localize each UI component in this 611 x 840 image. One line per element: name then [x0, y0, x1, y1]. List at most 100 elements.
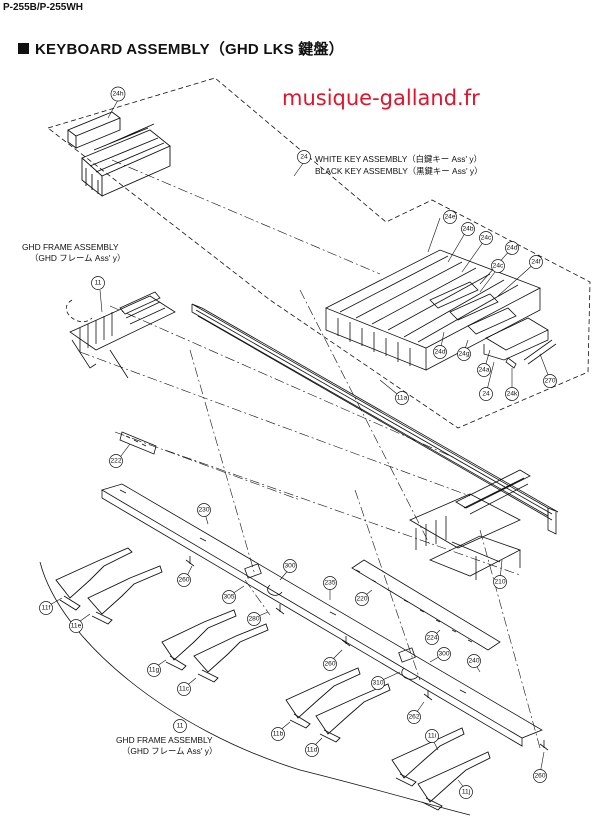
- key-assembly-boundary: [47, 77, 591, 429]
- svg-text:11: 11: [95, 280, 102, 287]
- svg-text:11f: 11f: [42, 605, 51, 612]
- callout-24d: 24d: [505, 241, 519, 255]
- callout-262: 262: [407, 710, 421, 724]
- callout-300-a: 300: [283, 559, 297, 573]
- svg-text:11: 11: [177, 723, 184, 730]
- callout-24h: 24h: [110, 86, 126, 102]
- svg-text:24d: 24d: [506, 245, 517, 252]
- callout-230: 230: [197, 503, 211, 517]
- callout-24c: 24c: [479, 231, 493, 245]
- callout-11-top: 11: [91, 276, 105, 290]
- callout-240: 240: [467, 654, 481, 668]
- callout-260-b: 260: [323, 657, 337, 671]
- watermark-link[interactable]: musique-galland.fr: [282, 86, 480, 110]
- svg-text:300: 300: [438, 651, 449, 658]
- callout-11g: 11g: [147, 663, 161, 677]
- lower-strip-230: [101, 483, 543, 747]
- lower-strip-220-224: [351, 559, 501, 651]
- svg-text:24h: 24h: [112, 91, 123, 98]
- svg-text:270: 270: [544, 378, 555, 385]
- svg-text:24e: 24e: [444, 214, 455, 221]
- callout-24b: 24b: [461, 222, 475, 236]
- callout-300-b: 300: [437, 647, 451, 661]
- svg-text:24b: 24b: [462, 226, 473, 233]
- callout-24k: 24k: [505, 387, 519, 401]
- svg-text:11d: 11d: [307, 747, 318, 754]
- svg-text:24: 24: [482, 391, 490, 398]
- white-key-assembly-label: WHITE KEY ASSEMBLY（白鍵キー Ass' y）: [315, 154, 482, 164]
- svg-text:262: 262: [408, 714, 419, 721]
- callout-310: 310: [371, 676, 385, 690]
- svg-text:11a: 11a: [397, 395, 408, 402]
- svg-text:24g: 24g: [458, 351, 469, 358]
- callout-24d-2: 24d: [433, 345, 447, 359]
- callout-260-c: 260: [533, 769, 547, 783]
- frame-assembly-label-top: GHD FRAME ASSEMBLY: [22, 242, 119, 252]
- callout-11d: 11d: [305, 743, 319, 757]
- frame-assembly-label-bottom: GHD FRAME ASSEMBLY: [116, 735, 213, 745]
- svg-text:24: 24: [300, 154, 308, 161]
- callout-222: 222: [109, 454, 123, 468]
- callout-260-a: 260: [177, 573, 191, 587]
- svg-text:11c: 11c: [179, 686, 190, 693]
- black-key-assembly-label: BLACK KEY ASSEMBLY（黒鍵キー Ass' y）: [315, 166, 483, 176]
- svg-text:210: 210: [494, 579, 505, 586]
- ghd-frame-bottom-right: [409, 469, 531, 580]
- callout-11a: 11a: [395, 391, 409, 405]
- callout-24a: 24a: [477, 363, 491, 377]
- page-title: KEYBOARD ASSEMBLY（GHD LKS 鍵盤）: [18, 38, 344, 59]
- svg-text:222: 222: [110, 458, 121, 465]
- svg-text:310: 310: [372, 680, 383, 687]
- svg-text:280: 280: [248, 616, 259, 623]
- callout-11-bottom: 11: [173, 719, 187, 733]
- svg-text:230: 230: [198, 507, 209, 514]
- callout-270: 270: [543, 374, 557, 388]
- svg-text:260: 260: [178, 577, 189, 584]
- callout-224: 224: [425, 631, 439, 645]
- page-title-text: KEYBOARD ASSEMBLY（GHD LKS 鍵盤）: [35, 41, 344, 58]
- svg-text:24c: 24c: [493, 263, 504, 270]
- square-bullet-icon: [18, 43, 29, 54]
- callout-11i: 11i: [425, 729, 439, 743]
- svg-text:11j: 11j: [462, 789, 471, 796]
- callout-11c: 11c: [177, 682, 191, 696]
- svg-text:24c: 24c: [481, 235, 492, 242]
- frame-assembly-label-bottom-jp: （GHD フレーム Ass' y）: [122, 746, 218, 756]
- svg-text:11b: 11b: [273, 731, 284, 738]
- callout-305: 305: [222, 590, 236, 604]
- callout-280: 280: [247, 612, 261, 626]
- hammer-group: [55, 547, 491, 811]
- svg-text:24d: 24d: [434, 349, 445, 356]
- svg-text:24k: 24k: [507, 391, 518, 398]
- svg-text:11i: 11i: [428, 733, 437, 740]
- svg-text:305: 305: [223, 594, 234, 601]
- callout-24-main: 24: [297, 150, 311, 164]
- callout-24c-2: 24c: [491, 259, 505, 273]
- callout-11f: 11f: [39, 601, 53, 615]
- model-number: P-255B/P-255WH: [3, 2, 84, 13]
- small-screws: [185, 339, 557, 751]
- svg-text:300: 300: [284, 563, 295, 570]
- svg-text:240: 240: [468, 658, 479, 665]
- part-222: [119, 431, 157, 455]
- callout-11j: 11j: [459, 785, 473, 799]
- svg-text:224: 224: [426, 635, 437, 642]
- callout-11b: 11b: [271, 727, 285, 741]
- callout-235: 235: [323, 576, 337, 590]
- svg-text:260: 260: [534, 773, 545, 780]
- key-stack-upper: [67, 111, 171, 197]
- svg-text:11e: 11e: [71, 623, 82, 630]
- svg-text:235: 235: [324, 580, 335, 587]
- callout-24g: 24g: [457, 347, 471, 361]
- svg-text:24a: 24a: [478, 367, 489, 374]
- ghd-frame-top: [69, 291, 176, 379]
- svg-text:220: 220: [356, 596, 367, 603]
- callout-210: 210: [493, 575, 507, 589]
- svg-text:11g: 11g: [149, 667, 160, 674]
- callout-24f: 24f: [529, 255, 543, 269]
- callout-11e: 11e: [69, 619, 83, 633]
- callout-24e: 24e: [443, 210, 457, 224]
- svg-text:260: 260: [324, 661, 335, 668]
